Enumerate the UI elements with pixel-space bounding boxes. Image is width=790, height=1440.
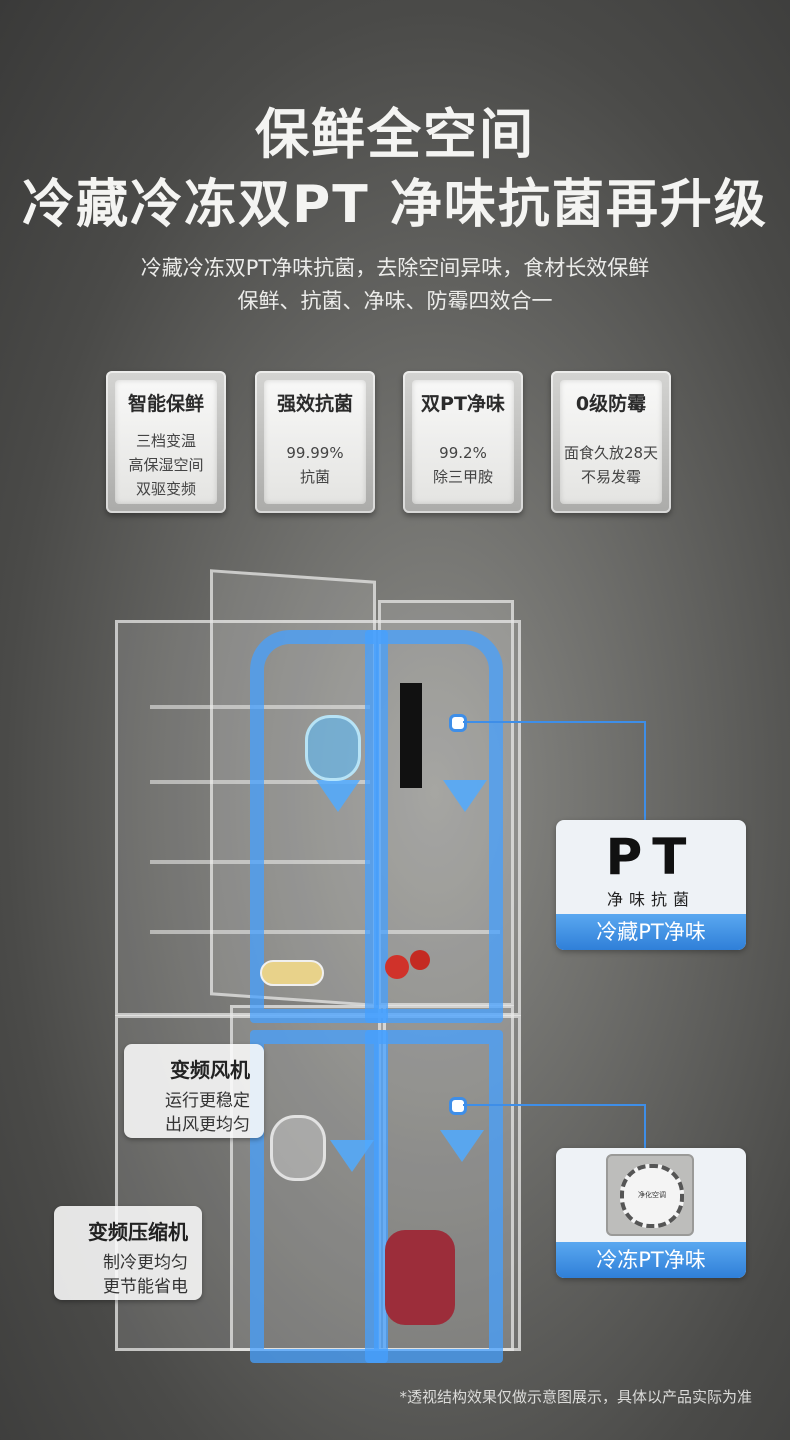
- tag-line: 运行更稳定: [165, 1091, 250, 1111]
- headline-title: 保鲜全空间: [255, 103, 535, 166]
- display-panel: [400, 683, 422, 788]
- tag-title: 变频风机: [170, 1058, 250, 1082]
- airflow-arrow-icon: [440, 1130, 484, 1162]
- meat-icon: [385, 1230, 455, 1325]
- disclaimer-footnote: *透视结构效果仅做示意图展示，具体以产品实际为准: [399, 1388, 752, 1406]
- tag-line: 更节能省电: [103, 1277, 188, 1297]
- freezer-pt-card: 净化空调 冷冻PT净味: [556, 1148, 746, 1278]
- feature-title: 双PT净味: [421, 393, 505, 415]
- feature-desc: 面食久放28天 不易发霉: [563, 444, 659, 486]
- module-text: 净化空调: [638, 1191, 666, 1199]
- description-line-1: 冷藏冷冻双PT净味抗菌，去除空间异味，食材长效保鲜: [140, 256, 650, 280]
- feature-card-smart-fresh: 智能保鲜 三档变温 高保湿空间 双驱变频: [106, 371, 226, 513]
- inverter-compressor-tag: 变频压缩机 制冷更均匀 更节能省电: [54, 1206, 202, 1300]
- purifier-module-icon: 净化空调: [606, 1154, 694, 1236]
- callout-dot: [449, 714, 467, 732]
- feature-title: 智能保鲜: [127, 393, 204, 415]
- tag-title: 变频压缩机: [88, 1220, 188, 1244]
- tag-line: 制冷更均匀: [103, 1253, 188, 1273]
- feature-card-deodorize: 双PT净味 99.2% 除三甲胺: [403, 371, 523, 513]
- freezer-pt-label: 冷冻PT净味: [556, 1242, 746, 1278]
- tag-line: 出风更均匀: [165, 1115, 250, 1135]
- airflow-arrow-icon: [330, 1140, 374, 1172]
- airflow-freezer-right: [365, 1030, 503, 1363]
- pt-logo: PT: [605, 828, 697, 886]
- fridge-pt-label: 冷藏PT净味: [556, 914, 746, 950]
- callout-dot: [449, 1097, 467, 1115]
- feature-desc: 三档变温 高保湿空间 双驱变频: [128, 432, 204, 498]
- feature-card-anti-mold: 0级防霉 面食久放28天 不易发霉: [551, 371, 671, 513]
- tomato-icon: [385, 955, 409, 979]
- feature-title: 强效抗菌: [276, 393, 353, 415]
- feature-card-antibacterial: 强效抗菌 99.99% 抗菌: [255, 371, 375, 513]
- headline-subtitle: 冷藏冷冻双PT 净味抗菌再升级: [22, 175, 768, 235]
- fan-icon: [270, 1115, 326, 1181]
- description-line-2: 保鲜、抗菌、净味、防霉四效合一: [237, 289, 553, 313]
- feature-desc: 99.2% 除三甲胺: [432, 444, 493, 486]
- fridge-pt-card: PT 净味抗菌 冷藏PT净味: [556, 820, 746, 950]
- food-plate-icon: [260, 960, 324, 986]
- airflow-arrow-icon: [316, 780, 360, 812]
- airflow-arrow-icon: [443, 780, 487, 812]
- inverter-fan-tag: 变频风机 运行更稳定 出风更均匀: [124, 1044, 264, 1138]
- feature-desc: 99.99% 抗菌: [286, 444, 344, 486]
- airflow-fridge-right: [365, 630, 503, 1023]
- fan-icon: [305, 715, 361, 781]
- feature-title: 0级防霉: [575, 393, 647, 415]
- fridge-body-upper: [115, 620, 521, 1016]
- tomato-icon: [410, 950, 430, 970]
- pt-logo-subtitle: 净味抗菌: [606, 890, 695, 909]
